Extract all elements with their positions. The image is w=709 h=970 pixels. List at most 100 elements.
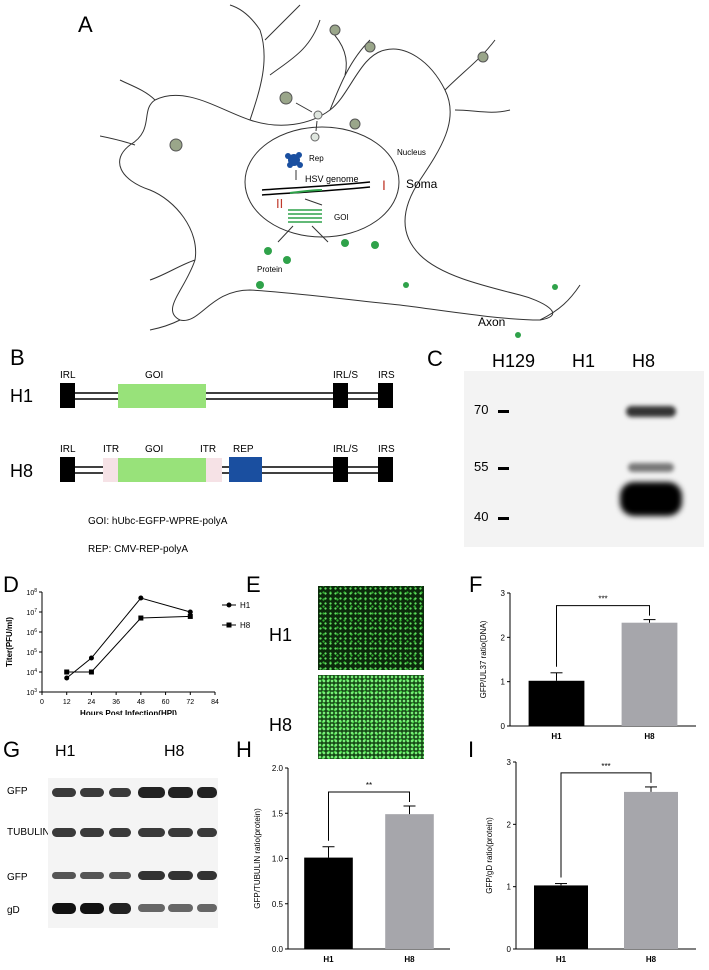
marker-70: 70	[474, 402, 489, 417]
h8-irls-block	[333, 457, 348, 482]
y-tick-label: 0	[507, 945, 512, 954]
bar-h8	[624, 791, 678, 949]
h1-irl-block	[60, 383, 75, 408]
row-gfp-1: GFP	[7, 786, 28, 797]
marker-55: 55	[474, 459, 489, 474]
y-tick-label: 104	[26, 668, 37, 677]
h8-irs-block	[378, 457, 393, 482]
image-row-h8: H8	[269, 715, 293, 735]
series-line-h8	[66, 615, 191, 673]
roman-one: I	[382, 177, 386, 193]
nucleus-outline	[244, 126, 400, 238]
data-point	[138, 615, 144, 621]
x-tick-label: H1	[556, 955, 567, 964]
legend-marker	[226, 622, 232, 628]
x-tick-label: 72	[186, 699, 194, 706]
rep-protein-icon	[285, 152, 303, 168]
group-h8: H8	[164, 743, 185, 760]
construct-h8-name: H8	[10, 461, 33, 481]
protein-label: Protein	[257, 265, 282, 274]
y-tick-label: 108	[26, 588, 37, 597]
panel-label-c: C	[427, 346, 443, 371]
y-tick-label: 2.0	[272, 764, 284, 773]
significance-label: **	[366, 781, 372, 790]
y-tick-label: 103	[26, 688, 37, 697]
blot-membrane	[464, 371, 704, 547]
data-point	[88, 655, 94, 661]
image-row-h1: H1	[269, 625, 293, 645]
h1-irs-label: IRS	[378, 370, 395, 381]
x-tick-label: 12	[63, 699, 71, 706]
fluorescence-image-h8	[318, 675, 424, 759]
significance-bracket	[560, 772, 652, 878]
y-tick-label: 1.0	[272, 855, 284, 864]
y-tick-label: 3	[507, 758, 512, 767]
x-tick-label: H1	[323, 955, 334, 964]
data-point	[64, 669, 70, 675]
western-blot-g	[48, 778, 218, 928]
y-tick-label: 1	[501, 678, 506, 687]
h1-irs-block	[378, 383, 393, 408]
data-point	[187, 609, 193, 615]
x-tick-label: H1	[551, 732, 562, 740]
bar-h1	[534, 885, 588, 949]
x-tick-label: 60	[162, 699, 170, 706]
panel-label-g: G	[3, 737, 21, 762]
marker-40: 40	[474, 509, 489, 524]
h8-itr1-label: ITR	[103, 444, 119, 455]
h8-goi-block	[118, 458, 206, 482]
panel-label-b: B	[10, 345, 25, 370]
bar-h1	[304, 857, 353, 949]
legend-goi: GOI: hUbc-EGFP-WPRE-polyA	[88, 516, 228, 527]
h8-itr2-label: ITR	[200, 444, 216, 455]
goi-label: GOI	[334, 213, 349, 222]
rep-label: Rep	[309, 154, 324, 163]
y-axis-label: Titer(PFU/ml)	[5, 617, 14, 667]
y-tick-label: 2	[507, 820, 512, 829]
x-tick-label: H8	[404, 955, 415, 964]
y-tick-label: 0	[501, 722, 506, 731]
lane-h129: H129	[492, 351, 536, 371]
bar-h8	[385, 814, 434, 949]
y-tick-label: 0.5	[272, 900, 284, 909]
construct-diagram: H1 IRL GOI IRL/S IRS H8 IRL ITR GOI ITR …	[10, 370, 395, 555]
data-point	[64, 675, 70, 681]
significance-bracket	[556, 605, 650, 667]
y-axis-label: GFP/UL37 ratio(DNA)	[479, 620, 488, 698]
x-tick-label: 24	[88, 699, 96, 706]
bar-h8	[621, 622, 678, 726]
y-axis-label: GFP/TUBULIN ratio(protein)	[253, 808, 262, 909]
y-tick-label: 0.0	[272, 945, 284, 954]
h1-irls-label: IRL/S	[333, 370, 358, 381]
significance-label: ***	[601, 762, 610, 771]
y-tick-label: 1	[507, 883, 512, 892]
panel-label-e: E	[246, 572, 261, 597]
panel-label-d: D	[3, 572, 19, 597]
panel-label-h: H	[236, 737, 252, 762]
axon-label: Axon	[478, 315, 505, 329]
h8-irl-block	[60, 457, 75, 482]
y-tick-label: 107	[26, 608, 37, 617]
neuron-diagram: Rep HSV genome I II GOI Nucleus Soma Pro…	[100, 4, 581, 338]
row-gfp-2: GFP	[7, 872, 28, 883]
y-tick-label: 2	[501, 633, 506, 642]
goi-transcripts	[288, 209, 322, 223]
legend-rep: REP: CMV-REP-polyA	[88, 544, 188, 555]
panel-label-a: A	[78, 12, 93, 37]
data-point	[138, 595, 144, 601]
bar-h1	[528, 680, 585, 726]
h8-irls-label: IRL/S	[333, 444, 358, 455]
x-tick-label: H8	[646, 955, 657, 964]
fluorescence-image-h1	[318, 586, 424, 670]
h1-irls-block	[333, 383, 348, 408]
x-tick-label: H8	[644, 732, 655, 740]
roman-two: II	[276, 196, 283, 211]
legend-marker	[226, 602, 232, 608]
construct-h1-name: H1	[10, 386, 33, 406]
x-axis-label: Hours Post Infection(HPI)	[80, 709, 177, 715]
group-h1: H1	[55, 743, 76, 760]
